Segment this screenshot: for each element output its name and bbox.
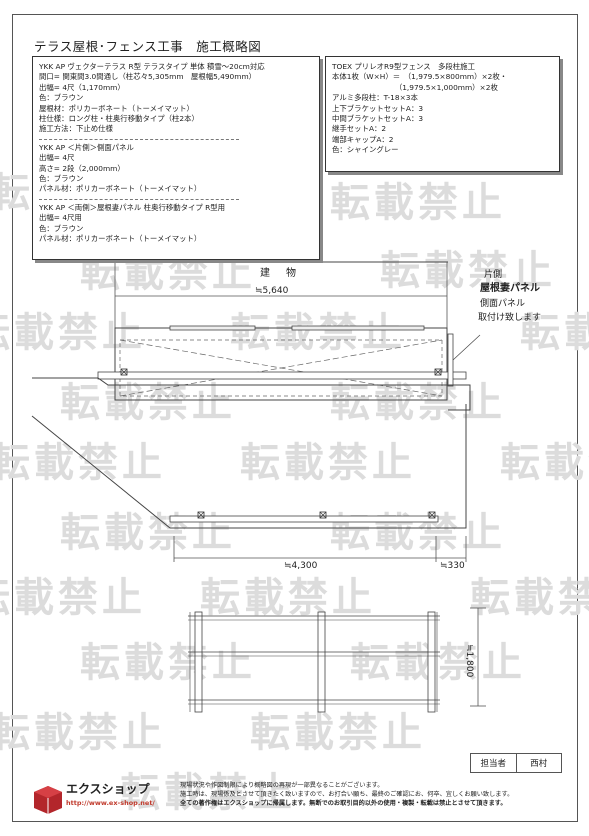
roof-brace-2 <box>119 339 443 397</box>
spec-line: YKK AP ヴェクターテラス R型 テラスタイプ 単体 積雪～20cm対応 <box>39 62 265 71</box>
spec-line: 上下ブラケットセットA：3 <box>332 103 424 113</box>
watermark-text: 転載禁止 <box>520 310 589 356</box>
watermark-text: 転載禁止 <box>80 640 256 686</box>
watermark-text: 転載禁止 <box>330 380 506 426</box>
spec-line: 間口= 関東間3.0間通し（柱芯々5,305mm 屋根幅5,490mm） <box>39 72 257 82</box>
spec-line: 色：ブラウン <box>39 93 84 103</box>
spec-line: YKK AP ＜両側＞屋根妻パネル 柱奥行移動タイプ R型用 <box>39 202 226 212</box>
spec-line: （1,979.5×1,000mm）×2枚 <box>332 82 498 92</box>
spec-line: アルミ多段柱：T-18×3本 <box>332 93 418 103</box>
spec-line: 色：ブラウン <box>39 174 84 184</box>
roof-inner-dashed <box>119 339 443 397</box>
spec-line: 出幅= 4尺（1,170mm） <box>39 82 125 92</box>
spec-line: 出幅= 4尺用 <box>39 213 82 223</box>
watermark-text: 転載禁止 <box>330 180 506 226</box>
spec-line: 屋根材：ポリカーボネート（トーメイマット） <box>39 103 194 113</box>
ex-shop-logo-mark <box>34 786 62 814</box>
note-3: 全ての著作権はエクスショップに帰属します。無断でのお取引目的以外の使用・複製・転… <box>180 800 507 807</box>
post-left <box>120 368 128 376</box>
spec-line: 色：シャイングレー <box>332 145 399 155</box>
person-in-charge-box: 担当者 西村 <box>470 753 562 773</box>
front-beam <box>97 371 467 380</box>
terrace-spec-box: YKK AP ヴェクターテラス R型 テラスタイプ 単体 積雪～20cm対応間口… <box>32 56 320 260</box>
watermark-text: 転載禁止 <box>0 710 166 756</box>
side-label-1: 片側 <box>484 270 503 280</box>
spec-line: 本体1枚（W×H）＝ （1,979.5×800mm）×2枚・ <box>332 72 508 82</box>
watermark-text: 転載禁止 <box>200 575 376 621</box>
watermark-text: 転載禁止 <box>0 575 146 621</box>
watermark-text: 転載禁止 <box>250 710 426 756</box>
spec-line: YKK AP ＜片側＞側面パネル <box>39 142 134 152</box>
watermark-text: 転載禁止 <box>230 310 406 356</box>
lot-boundary-upper <box>32 377 471 411</box>
lot-boundary-lower <box>31 404 467 529</box>
watermark-text: 転載禁止 <box>0 440 166 486</box>
dim-fence-width: ≒4,300 <box>284 561 318 571</box>
side-panel <box>447 333 454 387</box>
spec-line: パネル材：ポリカーボネート（トーメイマット） <box>39 234 202 244</box>
person-in-charge-name: 西村 <box>530 759 548 769</box>
terrace-spec-lines: YKK AP ヴェクターテラス R型 テラスタイプ 単体 積雪～20cm対応間口… <box>39 62 313 135</box>
side-label-2: 屋根妻パネル <box>480 283 540 294</box>
logo-name: エクスショップ <box>66 782 150 796</box>
drawing-title: テラス屋根･フェンス工事 施工概略図 <box>34 39 262 54</box>
fence-plan <box>169 515 439 523</box>
dim-fence-offset: ≒330 <box>440 561 465 571</box>
fence-elevation <box>188 611 440 713</box>
drawing-sheet-border <box>12 14 578 822</box>
person-in-charge-label: 担当者 <box>471 754 517 772</box>
dim-fence-height: ≒1,800 <box>464 644 474 678</box>
spec-line: 出幅= 4尺 <box>39 153 75 163</box>
dim-width-top: ≒5,640 <box>255 286 289 296</box>
terrace-roof-outline <box>114 327 448 401</box>
post-right <box>434 368 442 376</box>
gable-panel-spec-lines: YKK AP ＜両側＞屋根妻パネル 柱奥行移動タイプ R型用出幅= 4尺用色：ブ… <box>39 203 313 245</box>
spec-line: TOEX プリレオR9型フェンス 多段柱施工 <box>332 62 475 71</box>
spec-line: 柱仕様：ロング柱・柱奥行移動タイプ（柱2本） <box>39 114 199 124</box>
watermark-text: 転載禁止 <box>350 640 526 686</box>
footer-notes: 現場状況や作図制限により概略図の再現が一部異なることがございます。 施工時は、現… <box>180 781 560 808</box>
spec-line: 高さ= 2段（2,000mm） <box>39 163 125 173</box>
watermark-text: 転載禁止 <box>470 575 589 621</box>
watermark-text: 転載禁止 <box>240 440 416 486</box>
side-label-3: 側面パネル <box>480 299 526 309</box>
note-1: 現場状況や作図制限により概略図の再現が一部異なることがございます。 <box>180 782 384 789</box>
side-panel-spec-lines: YKK AP ＜片側＞側面パネル出幅= 4尺高さ= 2段（2,000mm）色：ブ… <box>39 143 313 195</box>
spec-line: 中間ブラケットセットA：3 <box>332 114 424 124</box>
fence-spec-lines: TOEX プリレオR9型フェンス 多段柱施工本体1枚（W×H）＝ （1,979.… <box>332 62 553 156</box>
watermark-text: 転載禁止 <box>60 380 236 426</box>
spec-line: 継手セットA：2 <box>332 124 387 134</box>
logo-url: http://www.ex-shop.net/ <box>66 799 155 807</box>
gutter-left <box>169 325 256 331</box>
building-label: 建 物 <box>260 268 299 279</box>
spec-line: 色：ブラウン <box>39 223 84 233</box>
spec-line: パネル材：ポリカーボネート（トーメイマット） <box>39 184 202 194</box>
watermark-text: 転載禁止 <box>500 440 589 486</box>
watermark-text: 転載禁止 <box>380 248 556 294</box>
watermark-text: 転載禁止 <box>0 310 146 356</box>
fence-post-2 <box>319 511 327 519</box>
side-label-4: 取付け致します <box>478 313 542 323</box>
fence-spec-box: TOEX プリレオR9型フェンス 多段柱施工本体1枚（W×H）＝ （1,979.… <box>325 56 560 172</box>
fence-post-1 <box>197 511 205 519</box>
note-2: 施工時は、現場係及とさせて頂きたく致いますので、お打合い願ち、最終のご確認にお、… <box>180 791 514 798</box>
watermark-text: 転載禁止 <box>120 770 296 816</box>
side-panel-leader <box>452 334 481 361</box>
gutter-right <box>291 325 425 331</box>
spec-line: 施工方法：下止め仕様 <box>39 124 113 134</box>
fence-post-3 <box>428 511 436 519</box>
spec-line: 端部キャップA：2 <box>332 134 394 144</box>
